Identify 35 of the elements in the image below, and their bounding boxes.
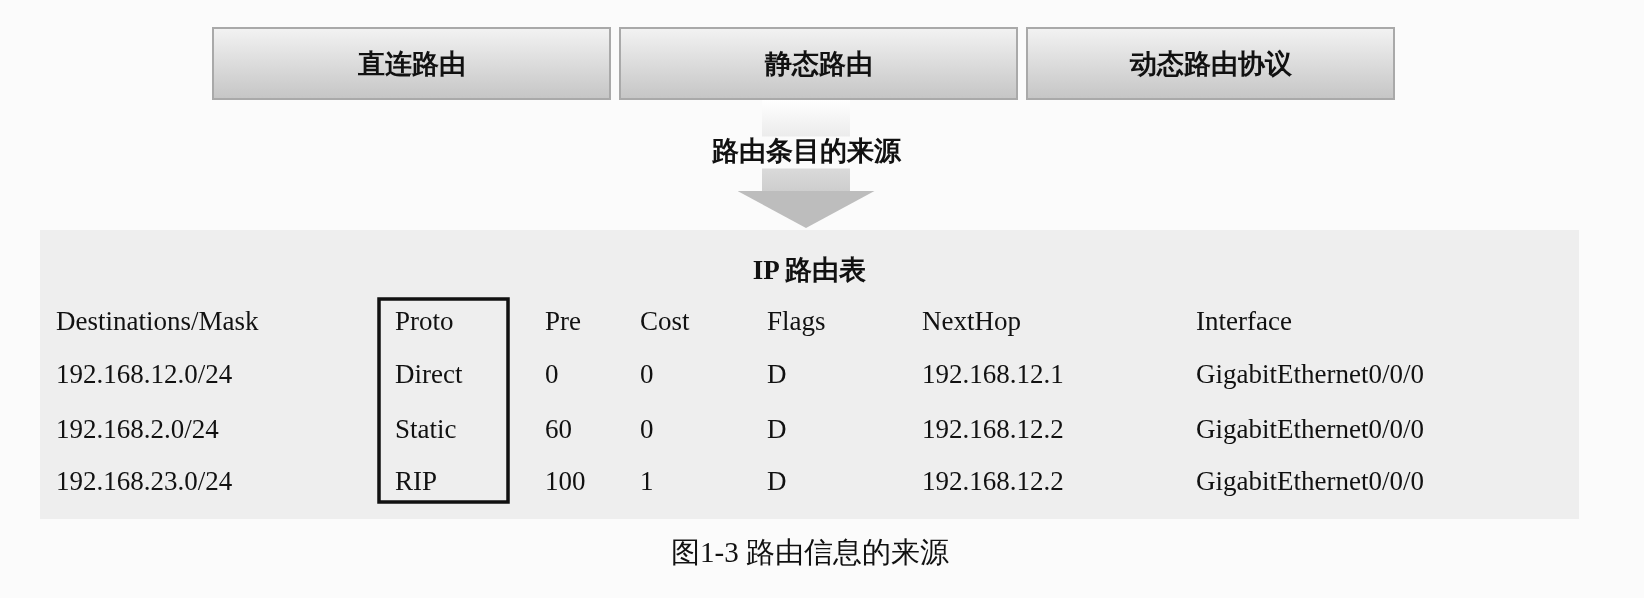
source-box: 直连路由	[212, 27, 611, 100]
table-panel	[40, 230, 1579, 519]
table-cell: 0	[640, 360, 654, 390]
column-header: NextHop	[922, 307, 1021, 337]
table-cell: 192.168.23.0/24	[56, 467, 233, 497]
table-cell: GigabitEthernet0/0/0	[1196, 360, 1424, 390]
table-cell: GigabitEthernet0/0/0	[1196, 467, 1424, 497]
column-header: Proto	[395, 307, 454, 337]
table-cell: D	[767, 415, 787, 445]
table-cell: 60	[545, 415, 572, 445]
table-cell: D	[767, 360, 787, 390]
table-cell: 0	[545, 360, 559, 390]
table-cell: 0	[640, 415, 654, 445]
column-header: Cost	[640, 307, 690, 337]
table-cell: GigabitEthernet0/0/0	[1196, 415, 1424, 445]
source-box: 动态路由协议	[1026, 27, 1395, 100]
column-header: Flags	[767, 307, 826, 337]
table-cell: 192.168.12.2	[922, 415, 1064, 445]
table-cell: 192.168.2.0/24	[56, 415, 219, 445]
table-cell: 100	[545, 467, 586, 497]
table-cell: Direct	[395, 360, 463, 390]
table-cell: RIP	[395, 467, 438, 497]
column-header: Destinations/Mask	[56, 307, 259, 337]
source-box: 静态路由	[619, 27, 1018, 100]
edge-label: 路由条目的来源	[709, 136, 903, 168]
figure-caption: 图1-3 路由信息的来源	[671, 535, 949, 570]
column-header: Pre	[545, 307, 581, 337]
table-cell: 192.168.12.0/24	[56, 360, 233, 390]
table-cell: Static	[395, 415, 457, 445]
table-cell: 192.168.12.2	[922, 467, 1064, 497]
column-header: Interface	[1196, 307, 1292, 337]
table-cell: D	[767, 467, 787, 497]
panel-title: IP 路由表	[752, 254, 867, 287]
table-cell: 192.168.12.1	[922, 360, 1064, 390]
table-cell: 1	[640, 467, 654, 497]
